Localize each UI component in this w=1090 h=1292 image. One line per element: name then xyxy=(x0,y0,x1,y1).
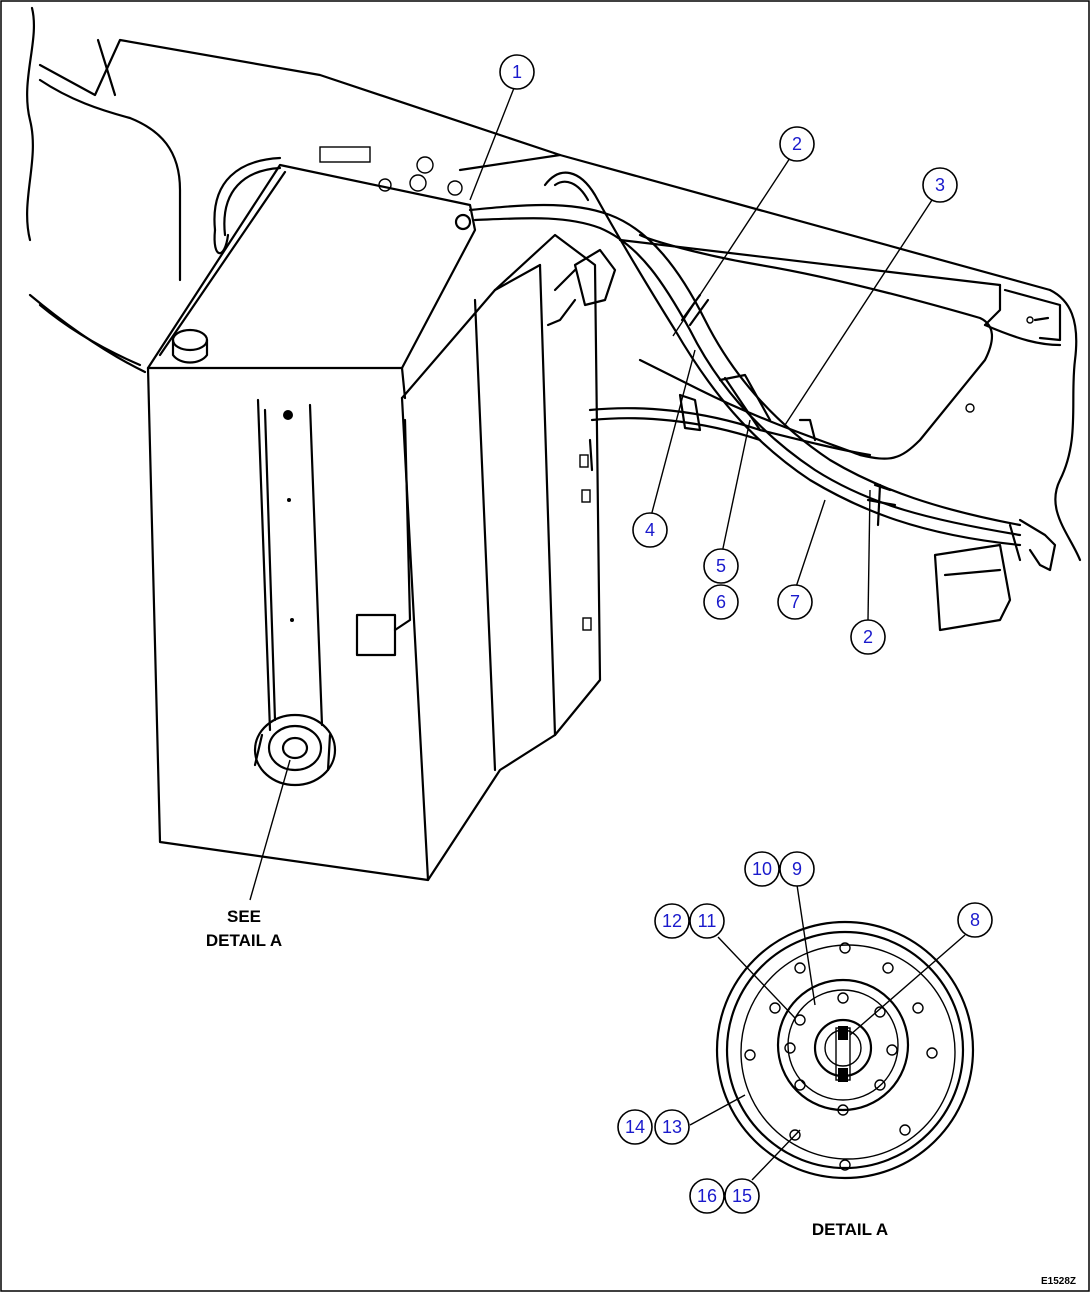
fuel-tank xyxy=(146,146,617,882)
svg-text:6: 6 xyxy=(716,592,726,612)
svg-text:2: 2 xyxy=(863,627,873,647)
callout-6: 6 xyxy=(703,584,739,620)
leader-lines xyxy=(249,87,966,1181)
svg-text:7: 7 xyxy=(790,592,800,612)
callout-1: 1 xyxy=(499,54,535,90)
drawing-code: E1528Z xyxy=(1041,1276,1076,1287)
callout-9: 9 xyxy=(779,851,815,887)
callout-16: 16 xyxy=(689,1178,725,1214)
svg-text:15: 15 xyxy=(732,1186,752,1206)
detail-a-flange xyxy=(715,920,975,1180)
svg-text:10: 10 xyxy=(752,859,772,879)
svg-text:5: 5 xyxy=(716,556,726,576)
svg-text:4: 4 xyxy=(645,520,655,540)
svg-text:11: 11 xyxy=(698,911,717,931)
svg-text:12: 12 xyxy=(662,911,682,931)
callout-2-upper: 2 xyxy=(779,126,815,162)
callout-12: 12 xyxy=(654,903,690,939)
callout-13: 13 xyxy=(654,1109,690,1145)
callout-5: 5 xyxy=(703,548,739,584)
svg-text:8: 8 xyxy=(970,910,980,930)
callout-3: 3 xyxy=(922,167,958,203)
see-detail-label-line2: DETAIL A xyxy=(206,931,282,950)
svg-text:9: 9 xyxy=(792,859,802,879)
callout-4: 4 xyxy=(632,512,668,548)
callout-7: 7 xyxy=(777,584,813,620)
svg-text:13: 13 xyxy=(662,1117,682,1137)
callout-15: 15 xyxy=(724,1178,760,1214)
svg-text:2: 2 xyxy=(792,134,802,154)
svg-text:3: 3 xyxy=(935,175,945,195)
callout-11: 11 xyxy=(689,903,725,939)
hoses xyxy=(468,171,1057,632)
svg-text:1: 1 xyxy=(512,62,522,82)
callout-10: 10 xyxy=(744,851,780,887)
see-detail-label-line1: SEE xyxy=(227,907,261,926)
callout-2-lower: 2 xyxy=(850,619,886,655)
svg-text:14: 14 xyxy=(625,1117,645,1137)
svg-text:16: 16 xyxy=(697,1186,717,1206)
detail-a-caption: DETAIL A xyxy=(812,1220,888,1239)
callout-14: 14 xyxy=(617,1109,653,1145)
frame-rail xyxy=(26,6,1082,562)
callout-8: 8 xyxy=(957,902,993,938)
